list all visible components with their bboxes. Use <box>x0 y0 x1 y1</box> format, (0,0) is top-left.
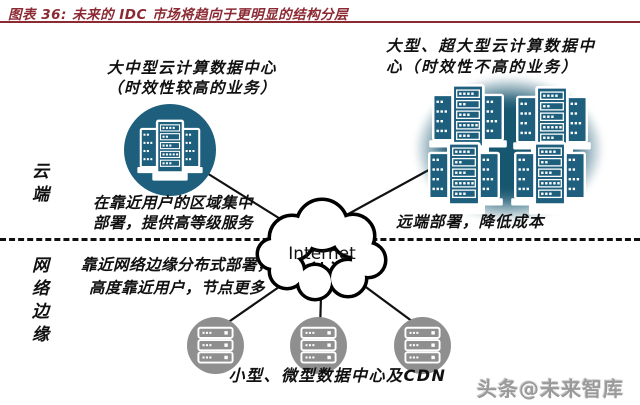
annotation-regional-deploy: 在靠近用户的区域集中 部署，提供高等级服务 <box>58 193 288 233</box>
annotation-regional-line2: 部署，提供高等级服务 <box>92 214 253 232</box>
edge-dc-icon-2 <box>290 317 347 374</box>
regional-dc-label: 大中型云计算数据中心 （时效性较高的业务） <box>86 58 298 98</box>
regional-dc-label-line1: 大中型云计算数据中心 <box>106 59 277 77</box>
edge-dc-icon-3 <box>394 317 451 374</box>
layer-label-edge: 网络边缘 <box>28 256 48 348</box>
hyperscale-dc-label-line1: 大型、超大型云计算数据中 <box>386 37 597 55</box>
figure-title: 图表 36: 未来的 IDC 市场将趋向于更明显的结构分层 <box>8 7 349 23</box>
edge-server-icon <box>402 326 443 365</box>
title-divider <box>0 21 640 23</box>
annotation-remote-deploy: 远端部署，降低成本 <box>396 213 545 231</box>
edge-dc-icon-1 <box>187 317 244 374</box>
hyperscale-dc-label-line2: 心（时效性不高的业务） <box>386 58 579 76</box>
internet-cloud-icon: Internet <box>255 197 388 302</box>
edge-server-icon <box>298 326 339 365</box>
hyperscale-dc-label: 大型、超大型云计算数据中 心（时效性不高的业务） <box>386 36 631 78</box>
hyperscale-cluster-icon <box>414 76 604 222</box>
server-rack-icon <box>422 140 506 216</box>
server-rack-icon <box>508 140 592 216</box>
layer-label-cloud: 云端 <box>28 162 48 208</box>
internet-label: Internet <box>288 244 356 264</box>
annotation-edge-line2: 高度靠近用户，节点更多 <box>88 279 265 297</box>
regional-dc-label-line2: （时效性较高的业务） <box>106 79 277 97</box>
watermark: 头条@未来智库 <box>477 377 624 401</box>
annotation-edge-deploy: 靠近网络边缘分布式部署， 高度靠近用户，节点更多 <box>58 254 296 300</box>
annotation-edge-line1: 靠近网络边缘分布式部署， <box>80 256 273 274</box>
edge-dc-caption: 小型、微型数据中心及CDN <box>228 366 447 385</box>
annotation-regional-line1: 在靠近用户的区域集中 <box>92 194 253 212</box>
regional-dc-icon <box>124 104 216 196</box>
server-rack-icon <box>136 118 204 182</box>
edge-server-icon <box>195 326 236 365</box>
